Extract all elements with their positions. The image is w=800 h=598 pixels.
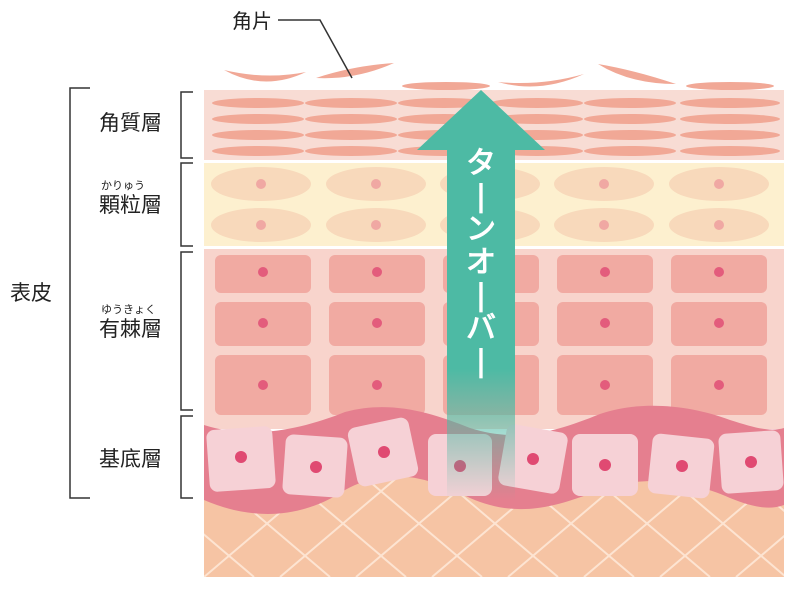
flakes: [224, 63, 774, 90]
stratum-basale-label: 基底層: [99, 447, 162, 471]
turnover-arrow-label: タ|ンオ|バ|: [466, 146, 496, 379]
granular-nuclei: [256, 179, 724, 230]
turnover-arrow: タ|ンオ|バ|: [417, 90, 545, 500]
stratum-granulosum-label: 顆粒層: [99, 193, 162, 217]
epidermis-bracket: [69, 87, 90, 499]
stratum-spinosum-ruby: ゆうきょく: [101, 303, 156, 316]
flake-label: 角片: [232, 9, 272, 33]
layer-brackets: [180, 91, 193, 499]
flake-callout: 角片: [232, 9, 353, 79]
stratum-granulosum-ruby: かりゅう: [101, 179, 145, 192]
stratum-corneum-label: 角質層: [99, 111, 162, 135]
stratum-spinosum-label: 有棘層: [99, 317, 162, 341]
epidermis-label: 表皮: [10, 281, 52, 305]
spinous-nuclei: [258, 267, 724, 390]
